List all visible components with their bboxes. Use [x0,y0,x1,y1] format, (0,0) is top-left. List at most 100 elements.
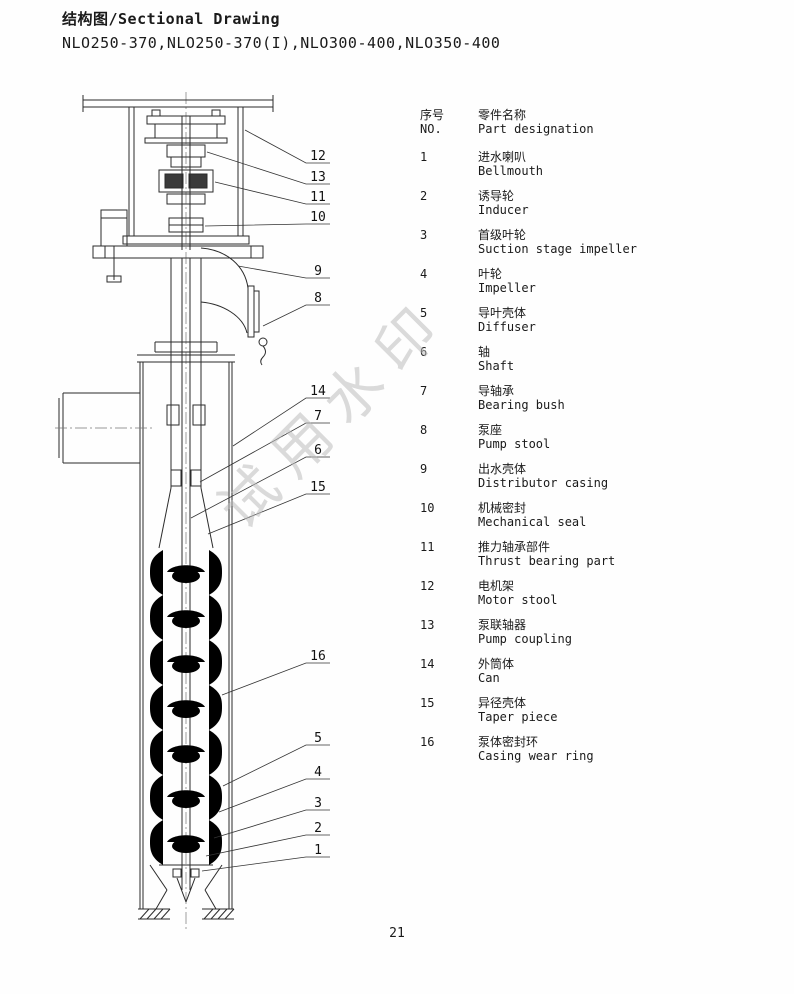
part-name-cn: 诱导轮 [478,189,515,203]
leader-line [218,778,330,813]
leader-line [190,456,330,519]
pump-sectional-drawing: 12 13 11 10 9 8 14 7 6 15 16 5 4 3 2 1 [55,90,330,935]
leader-line [207,493,330,535]
parts-table-row: 14 外筒体 Can [420,657,760,685]
callout-label-8: 8 [314,291,322,306]
callout-label-7: 7 [314,409,322,424]
part-name-cn: 泵座 [478,423,503,437]
callout-label-12: 12 [310,149,326,164]
part-name-en: Distributor casing [478,476,609,490]
parts-table-rows: 1 进水喇叭 Bellmouth 2 诱导轮 Inducer 3 首级叶轮 Su… [420,150,760,763]
part-name-en: Suction stage impeller [478,242,637,256]
callout-label-1: 1 [314,843,322,858]
callout-label-6: 6 [314,443,322,458]
part-name-en: Inducer [478,203,529,217]
part-no: 1 [420,150,428,164]
page-number: 21 [389,926,405,941]
part-no: 5 [420,306,428,320]
part-name-cn: 轴 [478,345,491,359]
callout-label-14: 14 [310,384,326,399]
parts-table: 序号 NO. 零件名称 Part designation 1 进水喇叭 Bell… [420,108,760,774]
leader-line [201,856,330,872]
part-name-en: Bearing bush [478,398,565,412]
part-no: 16 [420,735,435,749]
parts-table-row: 5 导叶壳体 Diffuser [420,306,760,334]
part-name-en: Casing wear ring [478,749,594,763]
page-header: 结构图/Sectional Drawing NLO250-370,NLO250-… [62,8,500,52]
part-no: 12 [420,579,435,593]
parts-table-row: 2 诱导轮 Inducer [420,189,760,217]
part-no: 13 [420,618,435,632]
part-name-en: Motor stool [478,593,558,607]
callout-label-16: 16 [310,649,326,664]
callout-label-11: 11 [310,190,326,205]
leader-line [232,397,330,447]
header-name-en: Part designation [478,122,594,136]
part-no: 15 [420,696,435,710]
part-no: 8 [420,423,428,437]
parts-table-row: 15 异径壳体 Taper piece [420,696,760,724]
part-name-en: Mechanical seal [478,515,587,529]
header-no-en: NO. [420,122,442,136]
leader-line [237,265,330,279]
part-name-cn: 外筒体 [478,657,515,671]
part-no: 10 [420,501,435,515]
part-no: 11 [420,540,435,554]
parts-table-row: 16 泵体密封环 Casing wear ring [420,735,760,763]
model-list: NLO250-370,NLO250-370(I),NLO300-400,NLO3… [62,34,501,52]
parts-table-row: 4 叶轮 Impeller [420,267,760,295]
part-name-cn: 出水壳体 [478,462,527,476]
part-no: 14 [420,657,435,671]
part-name-cn: 进水喇叭 [478,150,527,164]
leader-line [213,809,330,839]
part-name-en: Bellmouth [478,164,544,178]
callout-label-3: 3 [314,796,322,811]
leader-line [204,223,330,227]
parts-table-row: 12 电机架 Motor stool [420,579,760,607]
callout-label-15: 15 [310,480,326,495]
parts-table-row: 13 泵联轴器 Pump coupling [420,618,760,646]
part-name-cn: 首级叶轮 [478,228,527,242]
leader-line [244,129,330,164]
part-name-en: Shaft [478,359,515,373]
parts-table-row: 1 进水喇叭 Bellmouth [420,150,760,178]
part-name-cn: 导叶壳体 [478,306,527,320]
callout-label-9: 9 [314,264,322,279]
leader-line [206,151,330,185]
part-name-cn: 导轴承 [478,384,515,398]
parts-table-row: 6 轴 Shaft [420,345,760,373]
leader-line [199,422,330,483]
part-name-cn: 异径壳体 [478,696,527,710]
parts-table-row: 11 推力轴承部件 Thrust bearing part [420,540,760,568]
part-no: 4 [420,267,428,281]
parts-table-row: 10 机械密封 Mechanical seal [420,501,760,529]
part-name-en: Can [478,671,500,685]
leader-line [214,181,330,205]
part-name-cn: 机械密封 [478,501,527,515]
part-name-en: Pump stool [478,437,551,451]
callout-label-5: 5 [314,731,322,746]
leader-line [205,834,330,857]
parts-table-header: 序号 NO. 零件名称 Part designation [420,108,760,136]
leader-line [221,662,330,696]
part-name-en: Pump coupling [478,632,572,646]
header-no-cn: 序号 [420,108,445,122]
callout-label-2: 2 [314,821,322,836]
callout-leader-lines [190,129,330,872]
parts-table-row: 9 出水壳体 Distributor casing [420,462,760,490]
drawing-linework [55,92,273,930]
callout-label-10: 10 [310,210,326,225]
parts-table-row: 7 导轴承 Bearing bush [420,384,760,412]
callout-labels: 12 13 11 10 9 8 14 7 6 15 16 5 4 3 2 1 [310,149,326,858]
part-name-cn: 叶轮 [478,267,503,281]
leader-line [222,744,330,787]
part-name-en: Impeller [478,281,536,295]
part-name-en: Taper piece [478,710,558,724]
parts-table-row: 8 泵座 Pump stool [420,423,760,451]
part-name-cn: 电机架 [478,579,515,593]
callout-label-4: 4 [314,765,322,780]
part-name-cn: 泵体密封环 [478,735,539,749]
part-name-en: Diffuser [478,320,536,334]
header-name-cn: 零件名称 [478,108,527,122]
